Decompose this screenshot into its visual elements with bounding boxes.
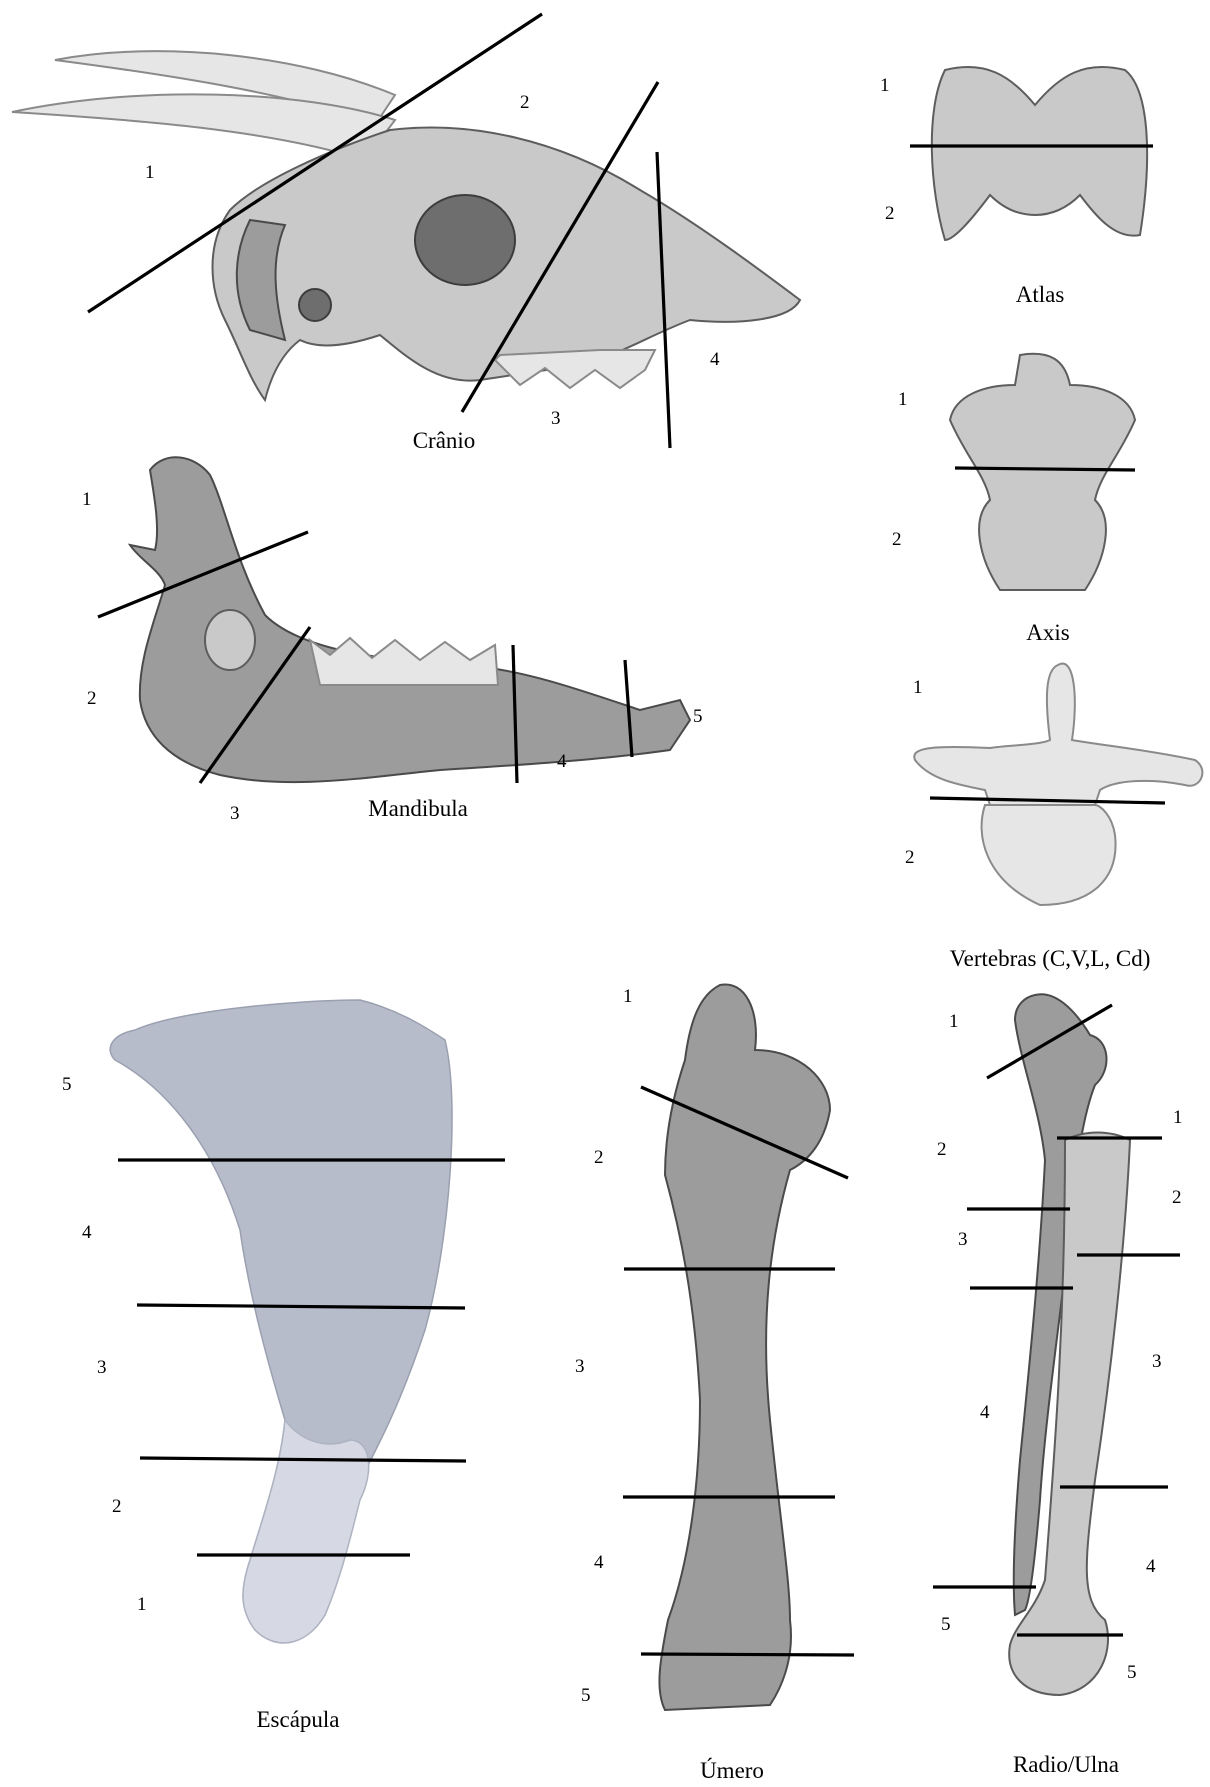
cranio-group: 1 2 3 4 Crânio: [12, 14, 800, 453]
region-number: 3: [551, 408, 561, 429]
region-number: 1: [137, 1594, 147, 1615]
axis-caption: Axis: [1026, 620, 1070, 645]
region-number: 1: [880, 75, 890, 96]
mandibula-caption: Mandibula: [368, 796, 468, 821]
scapula-illustration: [110, 1000, 452, 1643]
region-number: 4: [557, 751, 567, 772]
region-number: 1: [898, 389, 908, 410]
region-number: 5: [1127, 1662, 1137, 1683]
umero-caption: Úmero: [700, 1757, 764, 1783]
region-number: 3: [575, 1356, 585, 1377]
atlas-group: 1 2 Atlas: [880, 67, 1153, 307]
region-number: 4: [1146, 1556, 1156, 1577]
region-number: 4: [980, 1402, 990, 1423]
region-number: 2: [937, 1139, 947, 1160]
region-number: 2: [892, 529, 902, 550]
region-number: 2: [885, 203, 895, 224]
region-number: 3: [97, 1357, 107, 1378]
region-number: 1: [623, 986, 633, 1007]
cut-line: [641, 1654, 854, 1655]
vertebras-group: 1 2 Vertebras (C,V,L, Cd): [905, 664, 1202, 971]
region-number: 3: [230, 803, 240, 824]
humerus-illustration: [659, 984, 830, 1710]
vertebras-caption: Vertebras (C,V,L, Cd): [950, 946, 1151, 971]
region-number: 1: [913, 677, 923, 698]
radio-ulna-illustration: [1009, 994, 1130, 1695]
mandible-illustration: [130, 457, 690, 782]
region-number: 3: [1152, 1351, 1162, 1372]
region-number: 3: [958, 1229, 968, 1250]
umero-group: 1 2 3 4 5 Úmero: [575, 984, 854, 1783]
region-number: 2: [905, 847, 915, 868]
region-number: 2: [112, 1496, 122, 1517]
region-number: 1: [1173, 1107, 1183, 1128]
atlas-caption: Atlas: [1016, 282, 1065, 307]
region-number: 1: [949, 1011, 959, 1032]
region-number: 5: [941, 1614, 951, 1635]
region-number: 1: [82, 489, 92, 510]
region-number: 4: [594, 1552, 604, 1573]
escapula-group: 5 4 3 2 1 Escápula: [62, 1000, 505, 1732]
region-number: 5: [581, 1685, 591, 1706]
region-number: 2: [520, 92, 530, 113]
cut-line: [955, 468, 1135, 470]
region-number: 2: [594, 1147, 604, 1168]
radio-ulna-caption: Radio/Ulna: [1013, 1752, 1119, 1777]
mandibula-group: 1 2 3 4 5 Mandibula: [82, 457, 703, 824]
radio-ulna-group: 1 2 3 4 5 1 2 3 4 5 Radio/Ulna: [933, 994, 1183, 1777]
region-number: 2: [87, 688, 97, 709]
cut-line: [140, 1458, 466, 1461]
escapula-caption: Escápula: [256, 1707, 339, 1732]
region-number: 4: [82, 1222, 92, 1243]
region-number: 1: [145, 162, 155, 183]
region-number: 5: [693, 706, 703, 727]
axis-group: 1 2 Axis: [892, 354, 1135, 645]
vertebra-illustration: [914, 664, 1202, 905]
atlas-illustration: [932, 67, 1147, 240]
axis-illustration: [950, 354, 1135, 590]
cranio-caption: Crânio: [413, 428, 476, 453]
region-number: 5: [62, 1074, 72, 1095]
region-number: 4: [710, 349, 720, 370]
region-number: 2: [1172, 1187, 1182, 1208]
